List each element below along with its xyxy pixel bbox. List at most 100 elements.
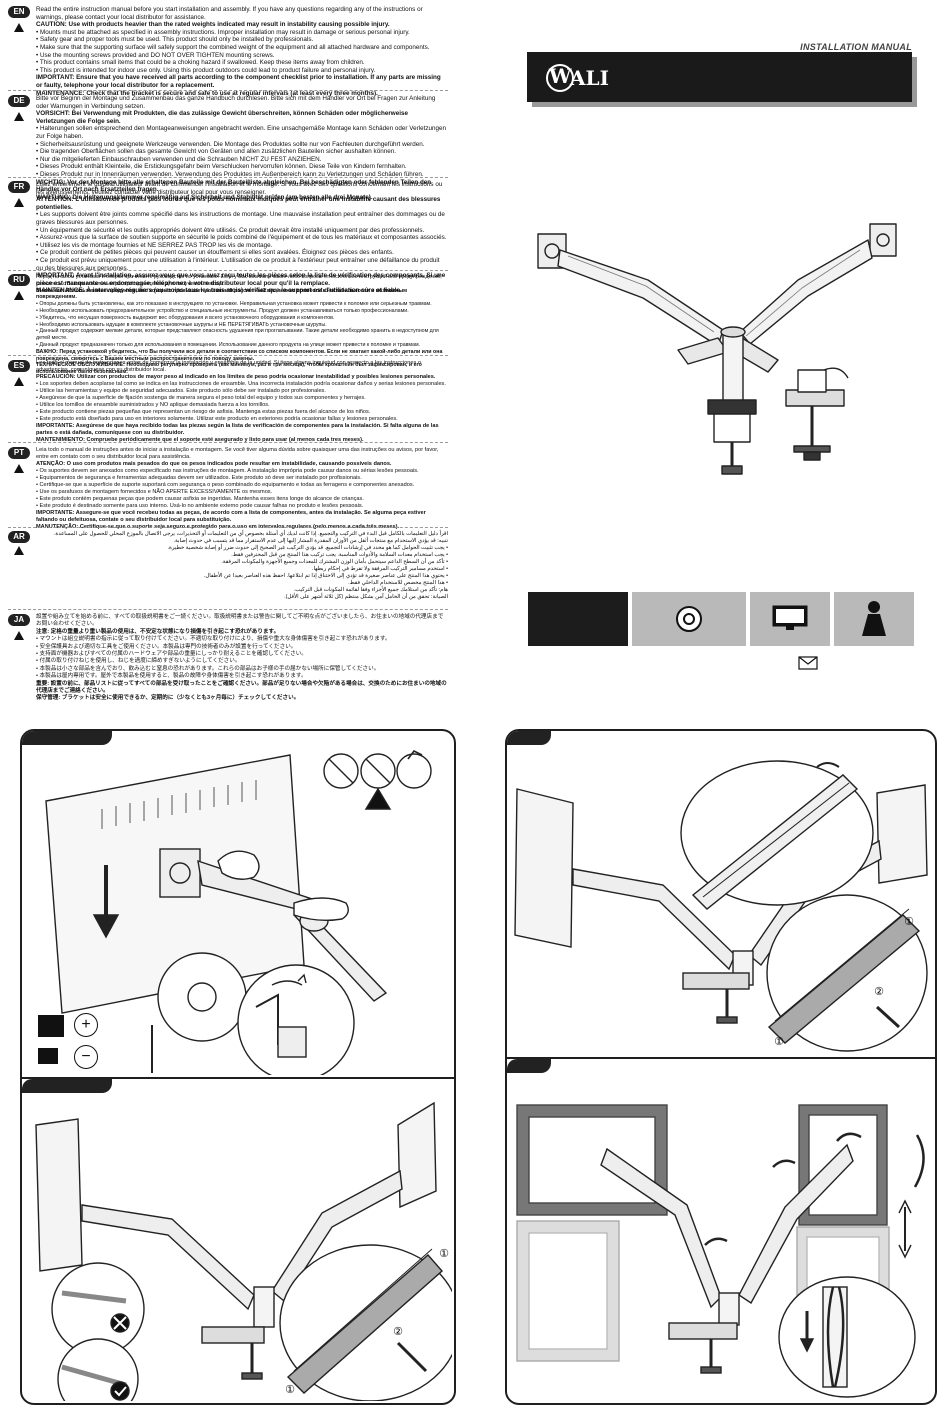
paragraph: • Assurez-vous que la surface de soutien… [36, 234, 447, 242]
paragraph: IMPORTANT: Avant l'installation, assurez… [36, 272, 446, 287]
paragraph: WICHTIG: Vor der Montage bitte alle erha… [36, 178, 432, 194]
paragraph: 保守管理: ブラケットは安全に使用できるか、定期的に（少なくとも3ヶ月毎に）チェ… [36, 695, 300, 702]
callout-1: ① [904, 916, 914, 928]
paragraph: • Este produto é destinado somente para … [36, 503, 364, 509]
step-tab [507, 731, 551, 745]
warning-triangle-icon [14, 631, 24, 640]
feature-box-weight [834, 592, 914, 646]
paragraph: • Необходимо использовать предохранитель… [36, 307, 409, 314]
warning-triangle-icon [14, 291, 24, 300]
paragraph: • Les supports doivent être joints comme… [36, 211, 445, 226]
lang-text-ru: Перед началом установки и сборки прочита… [36, 274, 448, 376]
step-4-illustration [516, 1104, 925, 1398]
separator [8, 442, 448, 443]
paragraph: • マウントは組立説明書の指示に従って取り付けてください。不適切な取り付けにより… [36, 636, 391, 643]
paragraph: Leia todo o manual de instruções antes d… [36, 447, 439, 460]
lang-text-ar: اقرأ دليل التعليمات بالكامل قبل البدء في… [36, 531, 448, 601]
paragraph: • Убедитесь, что несущая поверхность выд… [36, 314, 335, 321]
lang-tag-es: ES [8, 360, 30, 372]
product-illustration [537, 223, 897, 475]
step-tab [22, 1079, 112, 1093]
lang-tag-ja: JA [8, 614, 30, 626]
lang-block-ar: AR اقرأ دليل التعليمات بالكامل قبل البدء… [8, 531, 448, 607]
paragraph: WARTUNG: Die Halterungsklemmer regelmäßi… [36, 193, 373, 201]
paragraph: • This product contains small items that… [36, 59, 365, 67]
paragraph: • Este produto contém pequenas peças que… [36, 496, 364, 502]
paragraph: MAINTENANCE: À intervalles réguliers (au… [36, 287, 402, 295]
tension-box-increase [38, 1015, 64, 1037]
separator [8, 177, 448, 178]
warning-triangle-icon [14, 23, 24, 32]
step-tab [507, 1059, 551, 1073]
lang-text-ja: 設置や組み立てを始める前に、すべての取扱説明書をご一読ください。取扱説明書または… [36, 614, 448, 703]
callout-1: ① [774, 1036, 784, 1048]
paragraph: • Asegúrese de que la superficie de fija… [36, 395, 366, 401]
step-tab [22, 731, 112, 745]
paragraph: • Safety gear and proper tools must be u… [36, 36, 314, 44]
lang-text-es: Lea todo el manual de instrucciones ante… [36, 360, 448, 444]
paragraph: • Dieses Produkt nur in Innenräumen verw… [36, 170, 424, 178]
paragraph: ATENÇÃO: O uso com produtos mais pesados… [36, 461, 392, 467]
paragraph: • Die tragenden Oberflächen sollen das g… [36, 148, 396, 156]
lang-block-de: DE Bitte vor Beginn der Montage und Zusa… [8, 95, 448, 201]
paragraph: • Halterungen sollen entsprechend den Mo… [36, 125, 447, 140]
warning-triangle-icon [14, 377, 24, 386]
paragraph: 注意: 定格の重量より重い製品の使用は、不安定な状態になり損傷を引き起こす恐れが… [36, 628, 280, 635]
paragraph: 設置や組み立てを始める前に、すべての取扱説明書をご一読ください。取扱説明書または… [36, 614, 444, 628]
paragraph: ВАЖНО: Перед установкой убедитесь, что В… [36, 348, 443, 362]
lang-tag-pt: PT [8, 447, 30, 459]
paragraph: • Equipamentos de segurança e ferramenta… [36, 475, 362, 481]
tension-box-decrease [38, 1048, 58, 1064]
minus-rotate-icon: − [74, 1045, 98, 1069]
separator [8, 355, 448, 356]
paragraph: • Un équipement de sécurité et les outil… [36, 226, 425, 234]
paragraph: IMPORTANTE: Assegure-se que você recebeu… [36, 510, 426, 523]
separator [8, 270, 448, 271]
rotation-gear-icon [676, 606, 702, 632]
paragraph: اقرأ دليل التعليمات بالكامل قبل البدء في… [53, 531, 448, 537]
paragraph: Перед началом установки и сборки прочита… [36, 274, 442, 287]
paragraph: Read the entire instruction manual befor… [36, 6, 423, 21]
paragraph: • 支持面が機器およびすべての付属のハードウェアや部品の重量にしっかり耐えること… [36, 651, 307, 658]
paragraph: • Utilisez les vis de montage fournies e… [36, 241, 273, 249]
lang-text-pt: Leia todo o manual de instruções antes d… [36, 447, 448, 531]
paragraph: IMPORTANT: Ensure that you have received… [36, 74, 441, 89]
paragraph: • 付属の取り付けねじを使用し、ねじを過度に締めすぎないようにしてください。 [36, 658, 241, 665]
paragraph: • Make sure that the supporting surface … [36, 43, 430, 51]
separator [8, 609, 448, 610]
brand-bar [527, 52, 912, 102]
paragraph: Bitte vor Beginn der Montage und Zusamme… [36, 95, 436, 110]
paragraph: ТЕХНИЧЕСКОЕ ОБСЛУЖИВАНИЕ: Необходимо рег… [36, 362, 422, 376]
monitor-icon [772, 605, 808, 630]
separator [8, 90, 448, 91]
lang-tag-ar: AR [8, 531, 30, 543]
brand-logo: ALI [570, 66, 609, 90]
feature-box-rotation [632, 592, 746, 646]
paragraph: • Utilice las herramientas y equipo de s… [36, 388, 326, 394]
paragraph: IMPORTANTE: Asegúrese de que haya recibi… [36, 423, 439, 436]
paragraph: • Os suportes devem ser anexados como es… [36, 468, 419, 474]
lang-tag-fr: FR [8, 181, 30, 193]
paragraph: • Sicherheitsausrüstung und geeignete We… [36, 140, 425, 148]
lang-block-pt: PT Leia todo o manual de instruções ante… [8, 447, 448, 530]
paragraph: تنبيه: قد يؤدي الاستخدام مع منتجات أثقل … [173, 538, 448, 544]
paragraph: • Опоры должны быть установлены, как это… [36, 301, 432, 308]
paragraph: • Dieses Produkt enthält Kleinteile, die… [36, 163, 407, 171]
paragraph: • 安全保護具および適切な工具をご使用ください。本製品は専門の技術者のみが設置を… [36, 643, 297, 650]
paragraph: • Ce produit est prévu uniquement pour u… [36, 256, 440, 272]
lang-block-ja: JA 設置や組み立てを始める前に、すべての取扱説明書をご一読ください。取扱説明書… [8, 614, 448, 701]
lang-tag-en: EN [8, 6, 30, 18]
paragraph: MAINTENANCE: Check that the bracket is s… [36, 89, 378, 97]
warning-triangle-icon [14, 464, 24, 473]
paragraph: • Mounts must be attached as specified i… [36, 28, 410, 36]
paragraph: • Необходимо использовать идущие в компл… [36, 321, 327, 328]
paragraph: • Este producto está diseñado para uso e… [36, 416, 398, 422]
lang-block-fr: FR Lisez entièrement le guide d'utilisat… [8, 181, 448, 294]
warning-triangle-icon [14, 546, 24, 555]
paragraph: • يحتوي هذا المنتج على عناصر صغيرة قد تؤ… [203, 573, 448, 579]
feature-box-monitor [750, 592, 830, 646]
manual-title: INSTALLATION MANUAL [800, 42, 912, 52]
paragraph: • يجب تثبيت الحوامل كما هو محدد في إرشاد… [167, 545, 448, 551]
step-3-illustration: ① ② ① [514, 760, 928, 1052]
paragraph: • يجب استخدام معدات السلامة والأدوات الم… [231, 552, 448, 558]
